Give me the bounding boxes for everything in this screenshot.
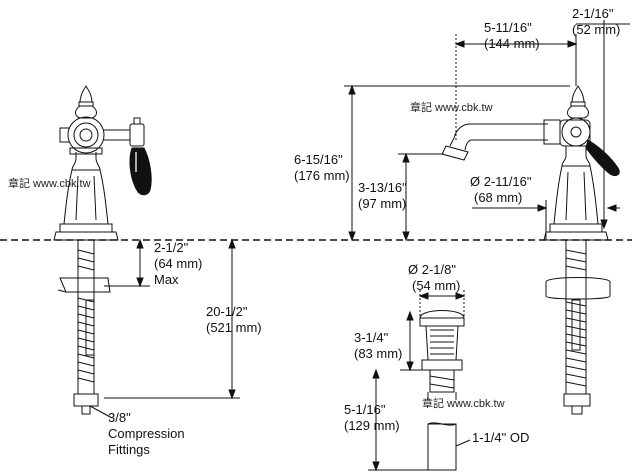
base-diameter-dimension — [472, 200, 620, 240]
fitting-size-label: 3/8" — [108, 410, 131, 425]
supply-length-mm-label: (521 mm) — [206, 320, 262, 335]
base-diameter-mm-label: (68 mm) — [474, 190, 523, 205]
overall-height-label: 6-15/16" — [294, 152, 343, 167]
spout-reach-dimension — [454, 34, 578, 140]
watermark-bottom: 章記 www.cbk.tw — [422, 398, 505, 410]
overall-height-dimension — [344, 84, 570, 242]
base-diameter-label: Ø 2-11/16" — [470, 174, 532, 189]
drain-body-label: 5-1/16" — [344, 402, 386, 417]
deck-thickness-dimension — [104, 238, 150, 288]
handle-offset-label: 2-1/16" — [572, 6, 614, 21]
deck-max-label: Max — [154, 272, 179, 287]
drain-flange-label: 3-1/4" — [354, 330, 389, 345]
deck-thickness-label: 2-1/2" — [154, 240, 189, 255]
spout-reach-label: 5-11/16" — [484, 20, 532, 35]
handle-offset-dimension — [576, 20, 630, 230]
drain-diameter-label: Ø 2-1/8" — [408, 262, 456, 277]
fitting-type-line1: Compression — [108, 426, 185, 441]
watermark-top: 章記 www.cbk.tw — [410, 102, 493, 114]
drain-flange-mm-label: (83 mm) — [354, 346, 403, 361]
handle-offset-mm-label: (52 mm) — [572, 22, 621, 37]
spout-height-mm-label: (97 mm) — [358, 196, 407, 211]
deck-thickness-mm-label: (64 mm) — [154, 256, 203, 271]
drain-body-dimension — [368, 368, 430, 472]
watermark-left: 章記 www.cbk.tw — [8, 178, 91, 190]
tailpiece-leader — [455, 439, 471, 447]
spout-reach-mm-label: (144 mm) — [484, 36, 540, 51]
overall-height-mm-label: (176 mm) — [294, 168, 350, 183]
faucet-side-view — [441, 85, 620, 415]
drain-diameter-mm-label: (54 mm) — [412, 278, 461, 293]
tailpiece-od-label: 1-1/4" OD — [472, 430, 530, 445]
spout-height-dimension — [398, 152, 444, 242]
supply-length-label: 20-1/2" — [206, 304, 248, 319]
spout-height-label: 3-13/16" — [358, 180, 407, 195]
supply-length-dimension — [104, 238, 240, 400]
drain-flange-dimension — [400, 310, 430, 372]
drain-body-mm-label: (129 mm) — [344, 418, 400, 433]
fitting-type-line2: Fittings — [108, 442, 150, 457]
faucet-front-view — [53, 85, 152, 419]
drain-assembly — [419, 310, 465, 471]
drain-diameter-dimension — [418, 290, 466, 318]
